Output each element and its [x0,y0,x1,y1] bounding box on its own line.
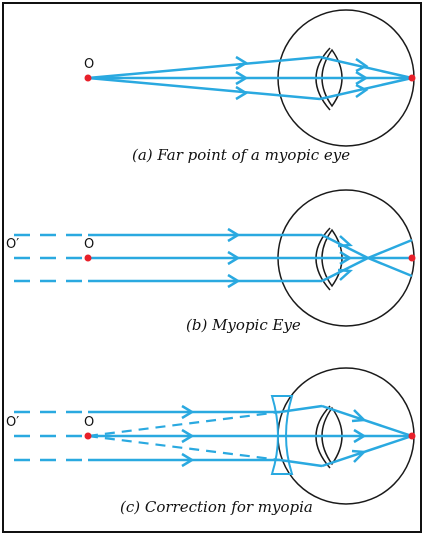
caption-c: (c) Correction for myopia [120,498,313,516]
panel-b: O O′ (b) Myopic Eye [6,189,416,334]
eye-lens-c [321,406,343,466]
panel-a: O (a) Far point of a myopic eye [84,9,416,164]
concave-lens [270,395,294,475]
virtual-rays-c [87,410,281,462]
eye-lens-a [321,48,343,108]
dashed-extensions-c [14,410,88,462]
rays-a [87,55,413,101]
rays-c [88,404,413,468]
panel-c: O O′ (c) Correction for myopia [6,367,416,516]
object-point-a [84,74,92,82]
retina-point-b [408,254,416,262]
retina-point-a [408,74,416,82]
caption-a: (a) Far point of a myopic eye [132,146,350,164]
arrowheads-c [181,404,367,468]
object-point-b [84,254,92,262]
point-label-o-b: O [84,237,94,252]
virtual-point-label-c: O′ [6,415,19,430]
point-label-o-a: O [84,57,94,72]
caption-b: (b) Myopic Eye [186,316,301,334]
object-point-c [84,432,92,440]
rays-b [88,233,413,283]
retina-point-c [408,432,416,440]
arrowheads-b [227,227,353,289]
virtual-point-label-b: O′ [6,237,19,252]
point-label-o-c: O [84,415,94,430]
arrowheads-a [235,55,369,101]
dashed-extensions-b [14,233,88,283]
